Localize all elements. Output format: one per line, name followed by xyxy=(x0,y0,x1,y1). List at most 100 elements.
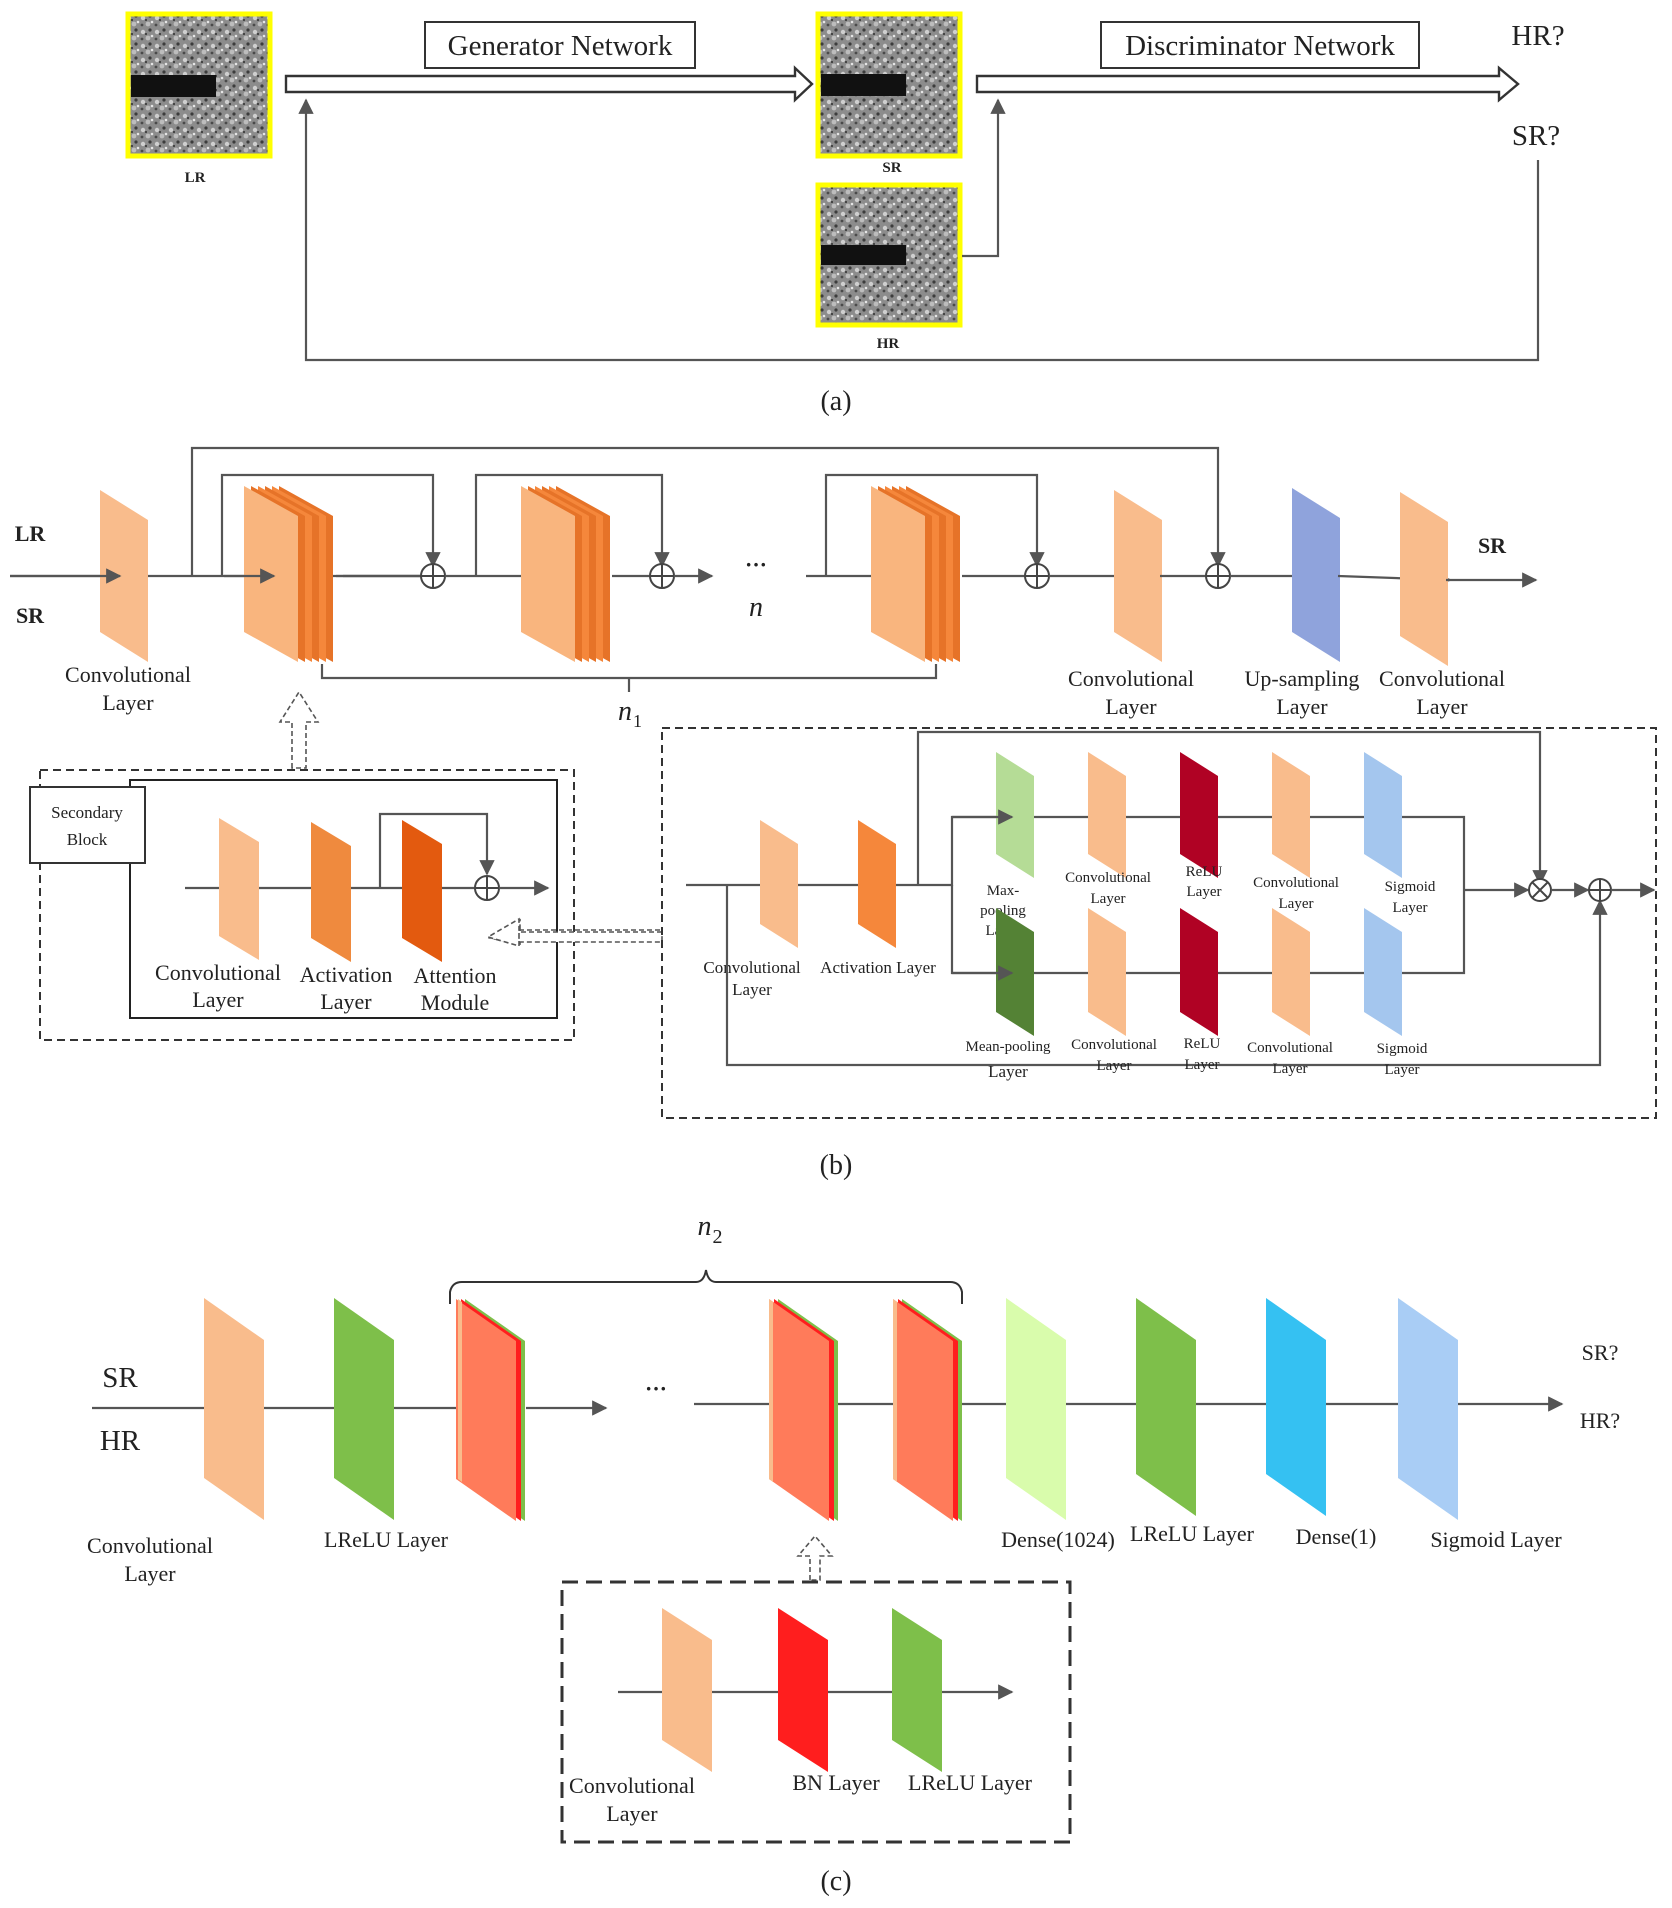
sec-attention-label-line1: Attention xyxy=(413,963,496,988)
output-sr-question: SR? xyxy=(1512,120,1560,152)
relu-a-label-line1: ReLU xyxy=(1186,864,1223,880)
c-lrelu-layer-1 xyxy=(334,1298,394,1520)
meanpool-label-line2: Layer xyxy=(988,1062,1028,1081)
sigmoid-a-out xyxy=(1402,815,1466,890)
sec-conv-label-line1: Convolutional xyxy=(155,960,281,985)
panel-a: LR SR HR Generator Network Discriminator… xyxy=(125,11,1565,417)
sec-activation-label-line1: Activation xyxy=(300,962,393,987)
panel-c-caption: (c) xyxy=(820,1866,851,1897)
discriminator-network-box xyxy=(1100,21,1420,69)
n2-brace xyxy=(449,1269,963,1304)
input-lr-label: LR xyxy=(15,521,47,546)
generator-hollow-arrow xyxy=(284,65,814,103)
label-n2-subscript: 2 xyxy=(713,1226,723,1248)
meanpool-label-line1: Mean-pooling xyxy=(966,1039,1051,1055)
ellipsis-b: ··· xyxy=(745,552,767,577)
sigmoid-b-label-line1: Sigmoid xyxy=(1377,1041,1428,1057)
panel-b-caption: (b) xyxy=(820,1150,853,1181)
att-add-node-plus xyxy=(1589,879,1611,901)
residual-block-stack-1 xyxy=(244,486,333,662)
output-hr-question-c: HR? xyxy=(1580,1408,1620,1433)
generator-network-label: Generator Network xyxy=(448,30,673,62)
input-hr-label-c: HR xyxy=(100,1425,141,1457)
relu-a-label-line2: Layer xyxy=(1187,884,1222,900)
label-n: n xyxy=(749,592,763,623)
conv-b-label-line1: Convolutional xyxy=(1253,875,1339,891)
conv-c-label-line1: Convolutional xyxy=(1071,1037,1157,1053)
discriminator-hollow-arrow xyxy=(975,65,1520,103)
c-dense1-label: Dense(1) xyxy=(1296,1524,1377,1549)
conv-layer-2-label-line2: Layer xyxy=(1105,694,1157,719)
sec-activation-layer xyxy=(311,822,351,962)
c-lrelu-2-label: LReLU Layer xyxy=(1130,1521,1255,1546)
c-disc-block-1 xyxy=(456,1299,525,1521)
panel-c: n2 SR HR Convolutional Layer LReLU Layer… xyxy=(87,1211,1620,1897)
conv-a-layer xyxy=(1088,752,1126,878)
residual-block-stack-3 xyxy=(871,486,960,662)
secondary-block-dashed-frame xyxy=(39,769,575,1041)
sigmoid-a-layer xyxy=(1364,752,1402,878)
lr-image-label: LR xyxy=(185,170,206,186)
sigmoid-b-label-line2: Layer xyxy=(1385,1062,1420,1078)
sr-image xyxy=(815,11,963,159)
att-conv-label-line2: Layer xyxy=(732,980,772,999)
att-skip-to-multiply xyxy=(916,730,1548,886)
attention-module-detail-frame xyxy=(661,727,1657,1119)
c-detail-lrelu-label: LReLU Layer xyxy=(908,1770,1033,1795)
add-node-global-plus xyxy=(1206,564,1230,588)
sr-image-label: SR xyxy=(882,160,901,176)
c-sigmoid-label: Sigmoid Layer xyxy=(1430,1527,1562,1552)
att-residual-skip xyxy=(725,885,1608,1067)
discriminator-network-label: Discriminator Network xyxy=(1125,30,1395,62)
hr-image-crack xyxy=(821,245,906,265)
conv-a-label-line1: Convolutional xyxy=(1065,870,1151,886)
c-block-expand-arrow xyxy=(796,1534,834,1581)
c-detail-bn-layer xyxy=(778,1608,828,1772)
label-n1: n1 xyxy=(618,696,642,731)
upsampling-layer xyxy=(1292,488,1340,662)
conv-layer-2 xyxy=(1114,490,1162,662)
att-activation-layer xyxy=(858,820,896,948)
lr-image-crack xyxy=(131,75,216,97)
relu-a-layer xyxy=(1180,752,1218,878)
global-skip-connector xyxy=(190,446,1226,576)
c-detail-lrelu-layer xyxy=(892,1608,942,1772)
sigmoid-b-layer xyxy=(1364,908,1402,1036)
conv-layer-3-label-line2: Layer xyxy=(1416,694,1468,719)
c-dense1024-layer xyxy=(1006,1298,1066,1520)
relu-b-layer xyxy=(1180,908,1218,1036)
c-detail-conv-layer xyxy=(662,1608,712,1772)
conv-c-layer xyxy=(1088,908,1126,1036)
sec-conv-label-line2: Layer xyxy=(192,987,244,1012)
secondary-block-tag-line1: Secondary xyxy=(51,803,123,822)
conv-layer-2-label-line1: Convolutional xyxy=(1068,666,1194,691)
sec-attention-module xyxy=(402,820,442,962)
input-sr-label-c: SR xyxy=(102,1362,138,1394)
conv-d-label-line1: Convolutional xyxy=(1247,1040,1333,1056)
label-n1-subscript: 1 xyxy=(633,711,642,731)
c-conv-label-line2: Layer xyxy=(124,1561,176,1586)
skip-stack1 xyxy=(220,473,441,576)
skip-stack3 xyxy=(824,473,1045,576)
sigmoid-b-out xyxy=(1402,890,1466,975)
secondary-block-tag-line2: Block xyxy=(67,830,108,849)
sec-conv-layer xyxy=(219,818,259,960)
c-dense1-layer xyxy=(1266,1298,1326,1516)
c-detail-bn-label: BN Layer xyxy=(792,1770,880,1795)
skip-stack2 xyxy=(474,473,670,576)
conv-c-label-line2: Layer xyxy=(1097,1058,1132,1074)
panel-b: LR SR Convolutional Layer xyxy=(10,446,1657,1181)
c-conv-label-line1: Convolutional xyxy=(87,1533,213,1558)
conv-layer-3 xyxy=(1400,492,1448,666)
hr-image xyxy=(815,182,963,328)
relu-b-label-line1: ReLU xyxy=(1184,1036,1221,1052)
c-disc-block-2 xyxy=(769,1299,838,1521)
add-node-2-plus xyxy=(650,564,674,588)
relu-b-label-line2: Layer xyxy=(1185,1057,1220,1073)
output-sr-question-c: SR? xyxy=(1582,1340,1619,1365)
c-disc-block-3 xyxy=(893,1299,962,1521)
sigmoid-a-label-line2: Layer xyxy=(1393,900,1428,916)
sec-skip-connector xyxy=(378,812,495,888)
ellipsis-c: ··· xyxy=(645,1376,667,1401)
